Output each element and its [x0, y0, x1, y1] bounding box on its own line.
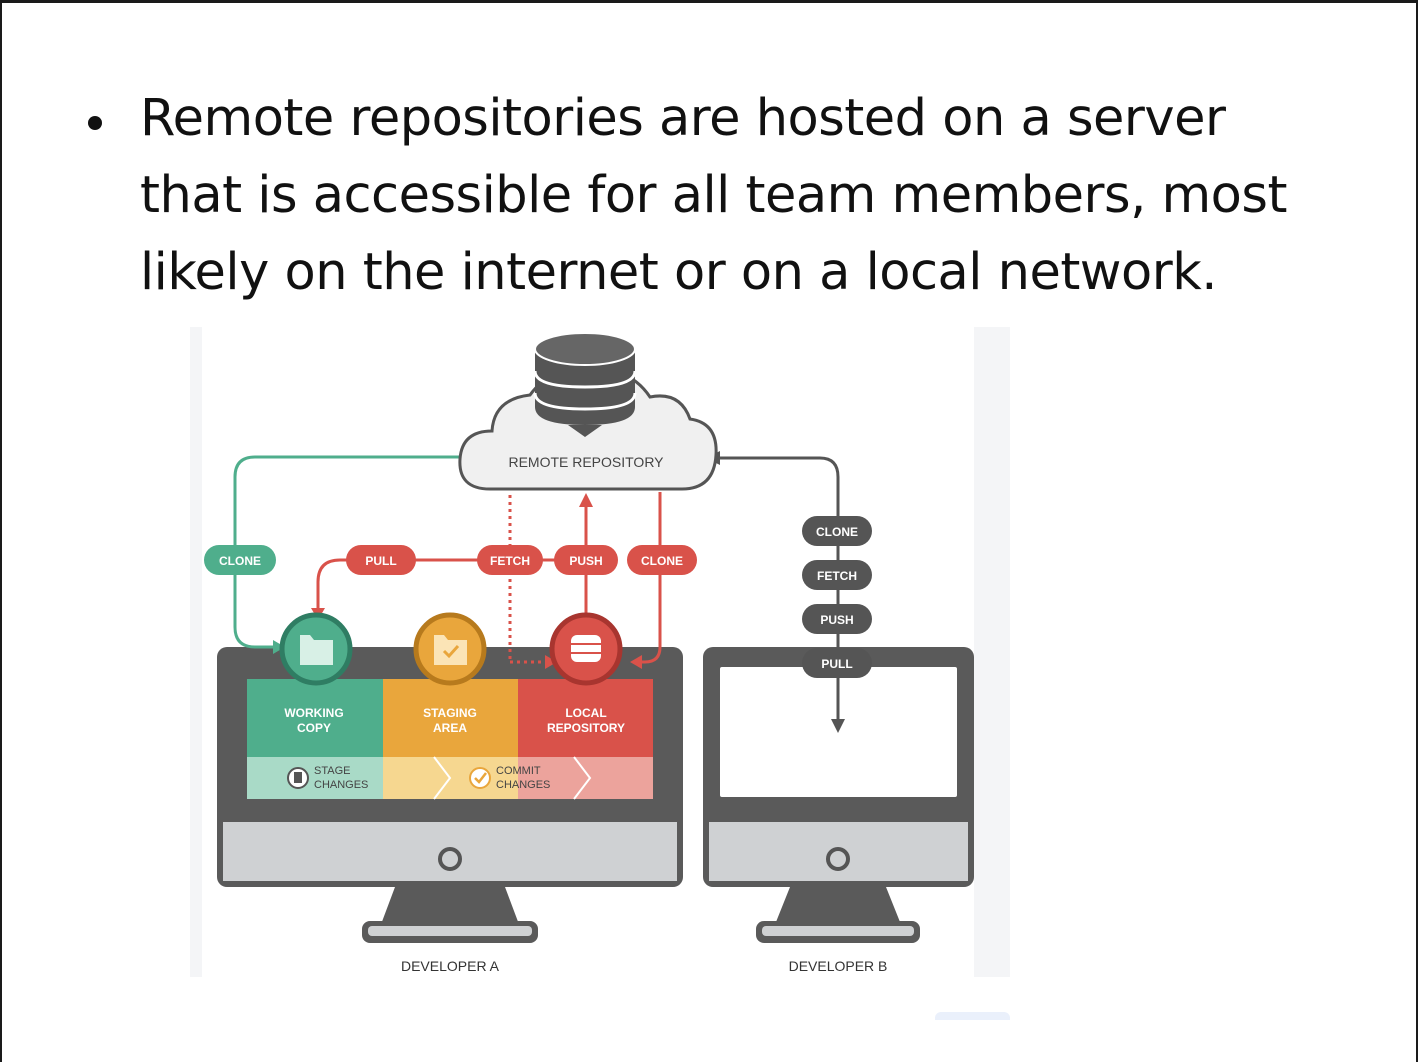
dev-b-fetch-pill: FETCH — [802, 560, 872, 590]
database-icon — [533, 332, 637, 437]
git-remote-diagram: WORKING COPY STAGING AREA LOCAL REPOSITO… — [190, 327, 1010, 977]
developer-b-label: DEVELOPER B — [789, 958, 888, 974]
stage-changes-label-2: CHANGES — [314, 779, 368, 791]
staging-area-folder-icon — [413, 612, 487, 686]
local-repository-label-2: REPOSITORY — [547, 721, 625, 735]
remote-repository-label: REMOTE REPOSITORY — [508, 454, 664, 470]
svg-text:CLONE: CLONE — [219, 554, 261, 568]
working-copy-folder-icon — [279, 612, 353, 686]
svg-text:FETCH: FETCH — [490, 554, 530, 568]
stage-changes-icon — [287, 767, 309, 789]
commit-changes-label-1: COMMIT — [496, 765, 541, 777]
svg-text:PUSH: PUSH — [820, 613, 853, 627]
dev-b-clone-pill: CLONE — [802, 516, 872, 546]
bullet-icon — [88, 116, 102, 130]
staging-area-label-1: STAGING — [423, 706, 477, 720]
developer-a-label: DEVELOPER A — [401, 958, 500, 974]
clone-pill-left: CLONE — [204, 545, 276, 575]
dev-b-pull-pill: PULL — [802, 648, 872, 678]
svg-text:CLONE: CLONE — [641, 554, 683, 568]
working-copy-label-1: WORKING — [284, 706, 343, 720]
svg-text:CLONE: CLONE — [816, 525, 858, 539]
staging-area-label-2: AREA — [433, 721, 467, 735]
svg-text:PULL: PULL — [365, 554, 396, 568]
fetch-pill: FETCH — [477, 545, 543, 575]
dev-b-push-pill: PUSH — [802, 604, 872, 634]
svg-text:PUSH: PUSH — [569, 554, 602, 568]
svg-text:FETCH: FETCH — [817, 569, 857, 583]
push-pill: PUSH — [554, 545, 618, 575]
local-repository-database-icon — [549, 612, 623, 686]
decorative-corner — [935, 1012, 1010, 1020]
local-repository-label-1: LOCAL — [565, 706, 606, 720]
working-copy-label-2: COPY — [297, 721, 331, 735]
bullet-text: Remote repositories are hosted on a serv… — [140, 89, 1287, 302]
commit-changes-icon — [469, 767, 491, 789]
stage-changes-label-1: STAGE — [314, 765, 350, 777]
commit-changes-label-2: CHANGES — [496, 779, 550, 791]
clone-pill-right: CLONE — [627, 545, 697, 575]
svg-text:PULL: PULL — [821, 657, 852, 671]
pull-pill: PULL — [346, 545, 416, 575]
